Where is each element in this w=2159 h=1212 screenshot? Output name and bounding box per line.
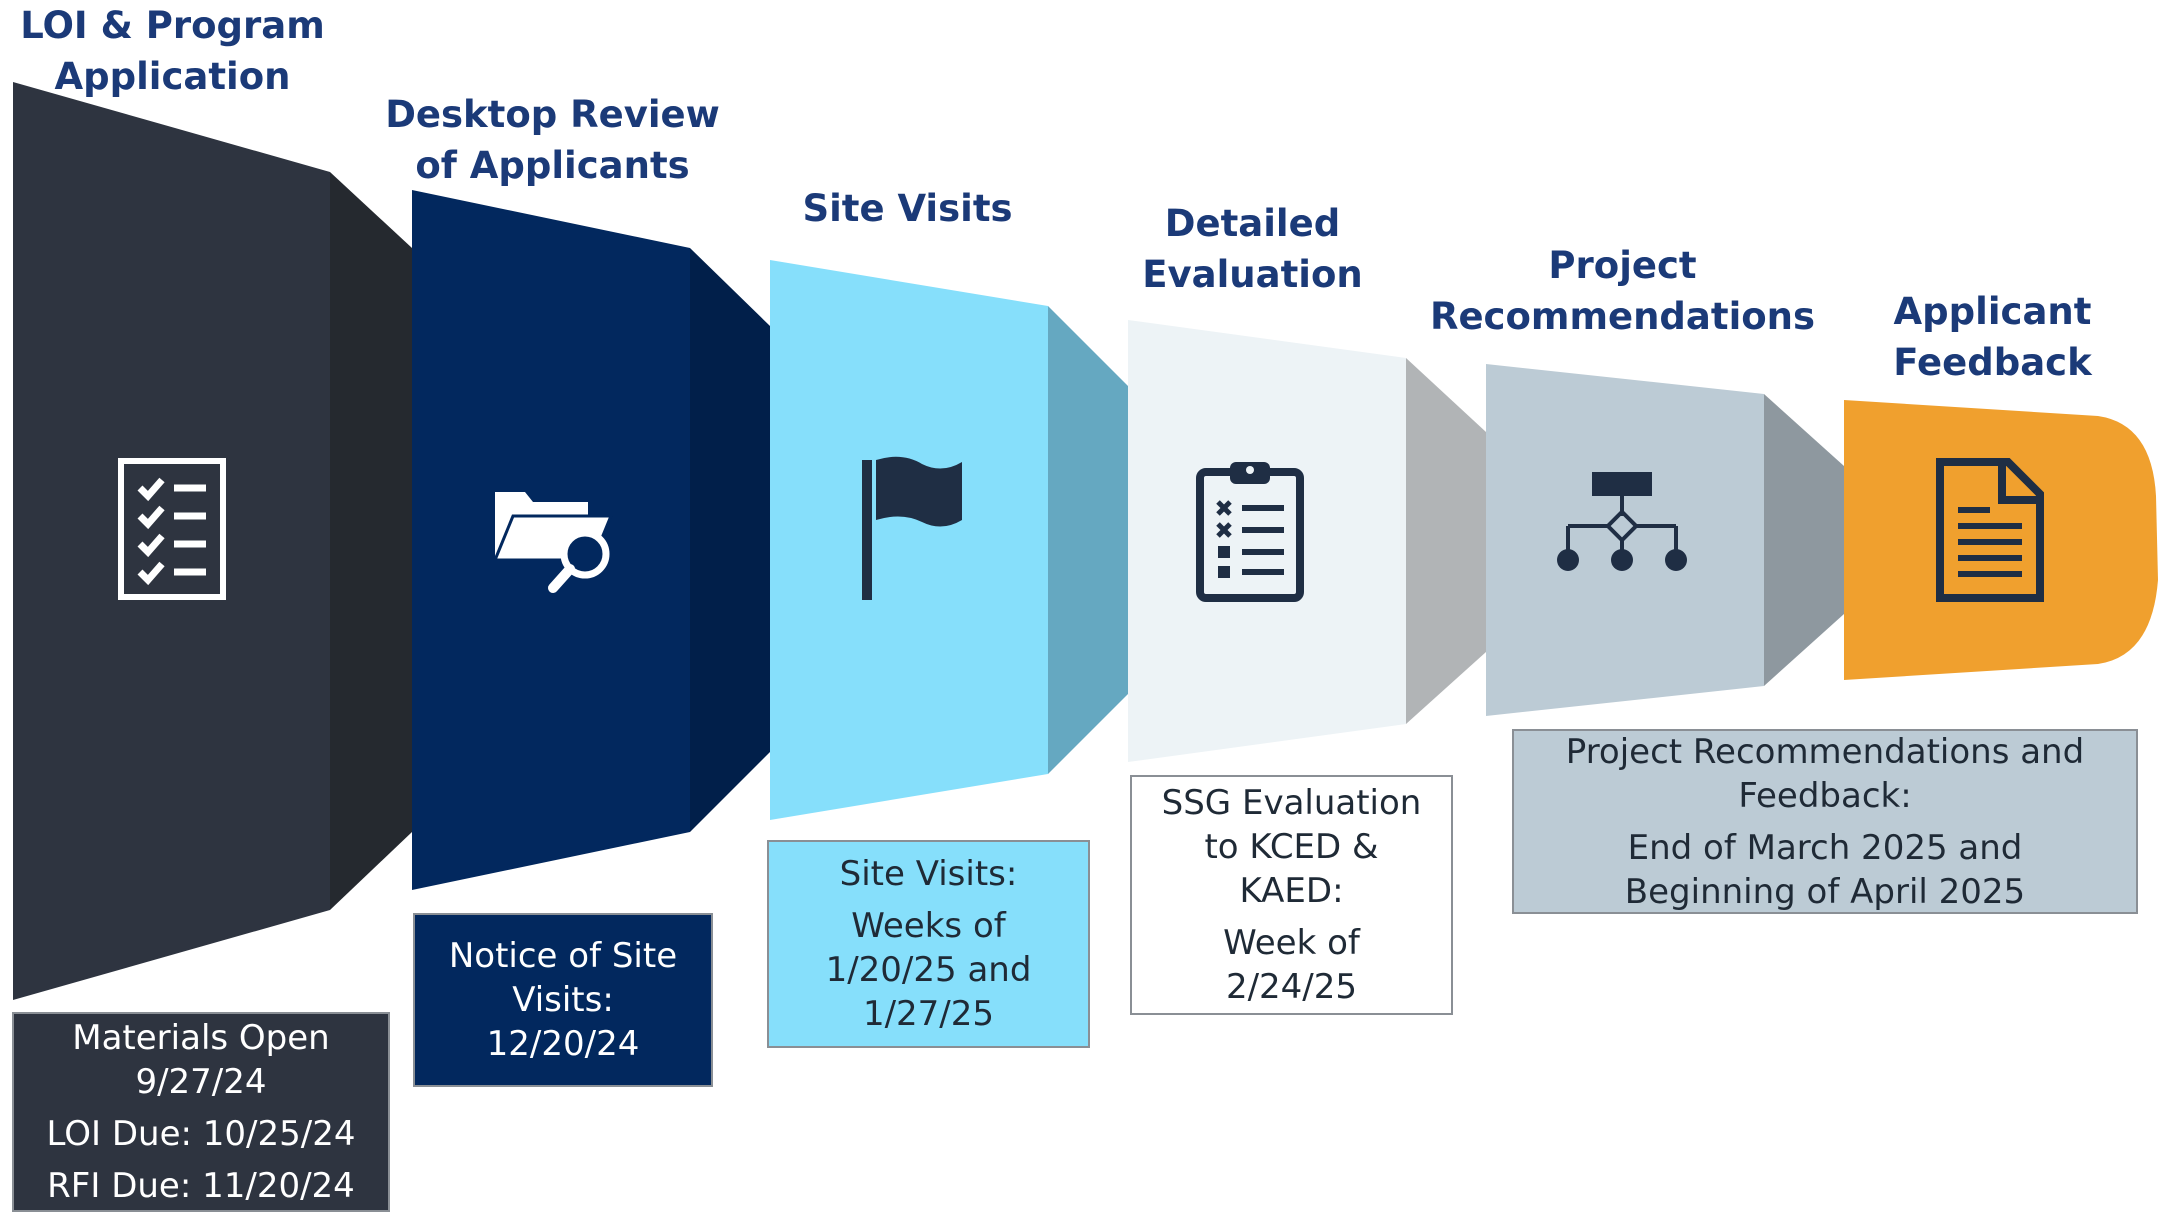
stage-6-title: Applicant Feedback bbox=[1820, 286, 2159, 388]
stage-5-title-line2: Recommendations bbox=[1429, 295, 1816, 338]
clipboard-icon bbox=[1196, 462, 1304, 602]
stage-3-face bbox=[770, 260, 1048, 820]
stage-4-detail-line5: 2/24/25 bbox=[1225, 967, 1358, 1007]
stage-5-side bbox=[1764, 394, 1844, 686]
stage-6-block bbox=[1844, 400, 2158, 680]
hierarchy-icon bbox=[1557, 472, 1687, 571]
stage-1-details-box: Materials Open 9/27/24 LOI Due: 10/25/24… bbox=[12, 1012, 390, 1212]
stage-5-detail-line4: Beginning of April 2025 bbox=[1624, 871, 2026, 912]
stage-4-detail-line1: SSG Evaluation bbox=[1161, 783, 1422, 823]
stage-4-detail-line2: to KCED & bbox=[1204, 827, 1379, 867]
document-icon bbox=[1936, 458, 2044, 602]
stage-3-detail-line1: Site Visits: bbox=[839, 854, 1018, 894]
stage-4-title: Detailed Evaluation bbox=[1080, 198, 1425, 300]
stage-1-detail-line2: 9/27/24 bbox=[135, 1062, 267, 1102]
stage-4-block bbox=[1128, 320, 1486, 762]
flag-icon bbox=[862, 456, 962, 600]
stage-5-detail-line3: End of March 2025 and bbox=[1627, 827, 2023, 868]
stage-6-title-line1: Applicant bbox=[1893, 290, 2092, 333]
stage-4-details-box: SSG Evaluation to KCED & KAED: Week of 2… bbox=[1130, 775, 1453, 1015]
stage-4-face bbox=[1128, 320, 1406, 762]
stage-3-detail-line3: 1/20/25 and bbox=[825, 950, 1032, 990]
stage-2-title-line1: Desktop Review bbox=[385, 93, 720, 136]
stage-4-title-line2: Evaluation bbox=[1142, 253, 1363, 296]
stage-2-title: Desktop Review of Applicants bbox=[380, 89, 725, 191]
stage-1-face bbox=[13, 82, 330, 1000]
stage-2-detail-line2: Visits: bbox=[512, 980, 614, 1020]
stage-4-detail-line3: KAED: bbox=[1239, 871, 1344, 911]
stage-2-side bbox=[690, 248, 770, 832]
stage-5-block bbox=[1486, 364, 1844, 716]
stage-3-detail-line2: Weeks of bbox=[851, 906, 1006, 946]
stage-5-title: Project Recommendations bbox=[1420, 240, 1825, 342]
stage-3-detail-line4: 1/27/25 bbox=[862, 994, 995, 1034]
stage-3-details-box: Site Visits: Weeks of 1/20/25 and 1/27/2… bbox=[767, 840, 1090, 1048]
stage-5-title-line1: Project bbox=[1548, 244, 1697, 287]
folder-search-icon bbox=[492, 492, 614, 593]
stage-2-detail-line3: 12/20/24 bbox=[486, 1024, 640, 1064]
stage-1-detail-line3: LOI Due: 10/25/24 bbox=[46, 1114, 356, 1154]
stage-5-detail-line2: Feedback: bbox=[1738, 775, 1912, 816]
stage-3-block bbox=[770, 260, 1128, 820]
stage-5-detail-line1: Project Recommendations and bbox=[1565, 731, 2085, 772]
stage-5-6-details-box: Project Recommendations and Feedback: En… bbox=[1512, 729, 2138, 914]
stage-2-detail-line1: Notice of Site bbox=[448, 936, 678, 976]
stage-3-side bbox=[1048, 306, 1128, 774]
stage-4-detail-line4: Week of bbox=[1223, 923, 1360, 963]
stage-2-details-box: Notice of Site Visits: 12/20/24 bbox=[413, 913, 713, 1087]
stage-3-title: Site Visits bbox=[735, 183, 1080, 234]
stage-6-title-line2: Feedback bbox=[1893, 341, 2092, 384]
checklist-icon bbox=[118, 458, 226, 600]
stage-4-title-line1: Detailed bbox=[1164, 202, 1341, 245]
stage-1-side bbox=[330, 172, 412, 910]
stage-3-title-line1: Site Visits bbox=[802, 187, 1013, 230]
stage-1-title: LOI & Program Application bbox=[0, 0, 345, 102]
stage-1-detail-line4: RFI Due: 11/20/24 bbox=[47, 1166, 355, 1206]
stage-1-block bbox=[13, 82, 412, 1000]
stage-2-title-line2: of Applicants bbox=[415, 144, 690, 187]
stage-2-block bbox=[412, 190, 770, 890]
stage-5-face bbox=[1486, 364, 1764, 716]
stage-1-title-line2: Application bbox=[54, 55, 291, 98]
stage-4-side bbox=[1406, 358, 1486, 724]
stage-1-detail-line1: Materials Open bbox=[72, 1018, 330, 1058]
stage-1-title-line1: LOI & Program bbox=[20, 4, 325, 47]
